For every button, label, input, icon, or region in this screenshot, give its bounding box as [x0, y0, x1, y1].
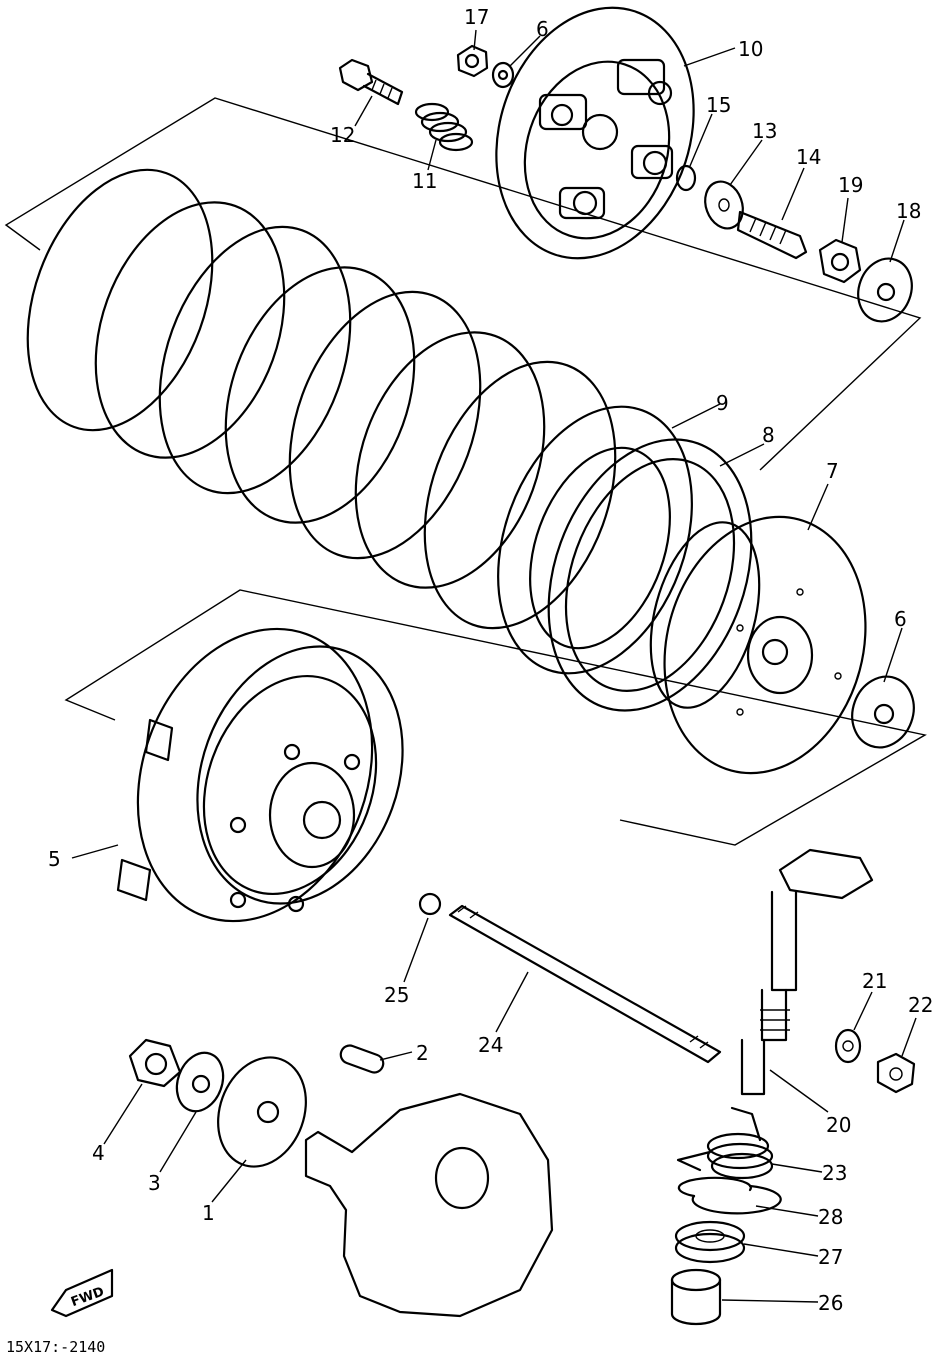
label-18: 18	[896, 199, 921, 223]
label-25: 25	[384, 983, 409, 1007]
label-6-right: 6	[894, 607, 907, 631]
label-14: 14	[796, 145, 821, 169]
push-plate-13	[704, 180, 744, 230]
clutch-plate-9	[497, 405, 693, 675]
spring-23	[676, 1106, 774, 1180]
ball-25	[418, 892, 442, 916]
bolt-22	[876, 1052, 916, 1094]
drawing-code: 15X17:-2140	[6, 1338, 105, 1356]
label-28: 28	[818, 1205, 843, 1229]
clutch-plates-stack	[26, 168, 617, 630]
label-23: 23	[822, 1161, 847, 1185]
pressure-plate	[495, 6, 695, 260]
pin-2	[339, 1044, 385, 1074]
primary-driven-gear-5	[116, 627, 404, 923]
label-10: 10	[738, 37, 763, 61]
push-lever-shaft-20	[740, 848, 874, 1096]
label-1: 1	[202, 1201, 215, 1225]
label-19: 19	[838, 173, 863, 197]
label-26: 26	[818, 1291, 843, 1315]
label-17: 17	[464, 5, 489, 29]
lock-washer-6-top	[491, 61, 515, 89]
center-group-outline	[64, 589, 927, 846]
label-15: 15	[706, 93, 731, 117]
label-4: 4	[92, 1141, 105, 1165]
label-22: 22	[908, 993, 933, 1017]
label-9: 9	[716, 391, 729, 415]
label-3: 3	[148, 1171, 161, 1195]
label-13: 13	[752, 119, 777, 143]
circlip-15	[675, 164, 697, 192]
bushing-26	[670, 1268, 722, 1326]
label-12: 12	[330, 123, 355, 147]
label-11: 11	[412, 169, 437, 193]
nut-17	[456, 44, 489, 78]
clutch-boss-7	[649, 515, 867, 775]
lock-washer-18	[857, 257, 913, 323]
forward-direction-marker: FWD	[50, 1268, 114, 1318]
nut-19	[818, 238, 862, 284]
nut-4	[128, 1038, 182, 1088]
label-7: 7	[826, 459, 839, 483]
clutch-spring-11	[414, 102, 474, 152]
push-screw-14	[736, 210, 808, 260]
label-6-top: 6	[536, 17, 549, 41]
push-rod-24	[448, 904, 722, 1064]
bolt-12	[338, 58, 404, 106]
leader-lines	[71, 29, 917, 1303]
circlip-28	[677, 1176, 782, 1215]
label-20: 20	[826, 1113, 851, 1137]
washer-3	[175, 1051, 225, 1113]
crankshaft-outline	[304, 1092, 554, 1318]
oil-seal-27	[674, 1220, 746, 1264]
lock-washer-6-right	[851, 675, 915, 749]
label-5: 5	[48, 847, 61, 871]
plate-group-outline	[4, 97, 922, 471]
friction-plate-8	[547, 438, 753, 712]
washer-21	[834, 1028, 862, 1064]
label-27: 27	[818, 1245, 843, 1269]
label-24: 24	[478, 1033, 503, 1057]
label-21: 21	[862, 969, 887, 993]
label-2: 2	[416, 1041, 429, 1065]
label-8: 8	[762, 423, 775, 447]
